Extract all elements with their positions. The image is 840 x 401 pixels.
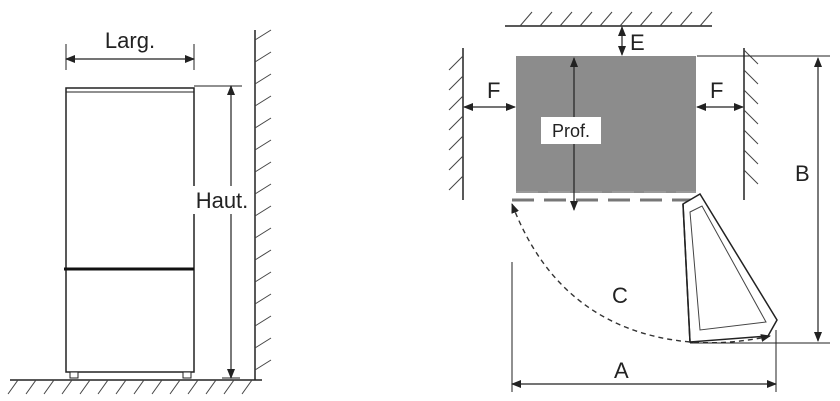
floor-hatching [7,379,253,395]
door-swing-label: C [612,283,628,308]
height-label: Haut. [196,188,249,213]
left-wall-hatching [448,55,464,191]
open-door-outer [682,192,778,343]
wall-hatching [254,29,272,371]
dim-b-label: B [795,161,810,186]
width-label: Larg. [105,28,155,53]
right-wall-hatching [743,49,759,185]
gap-f-left-label: F [487,78,500,103]
depth-label: Prof. [552,121,590,141]
depth-label-bg [541,117,601,144]
fridge-foot-left [69,371,79,379]
front-view: Larg. Haut. [7,28,272,395]
dim-a-label: A [614,358,629,383]
gap-e-label: E [630,30,645,55]
fridge-foot-right [182,371,192,379]
door-swing-arc [511,203,771,344]
gap-f-right-label: F [710,78,723,103]
top-view: Prof. E F F C A B [448,11,830,392]
height-label-bg [193,186,251,214]
back-wall-hatching [519,11,713,27]
fridge-body [65,87,195,373]
